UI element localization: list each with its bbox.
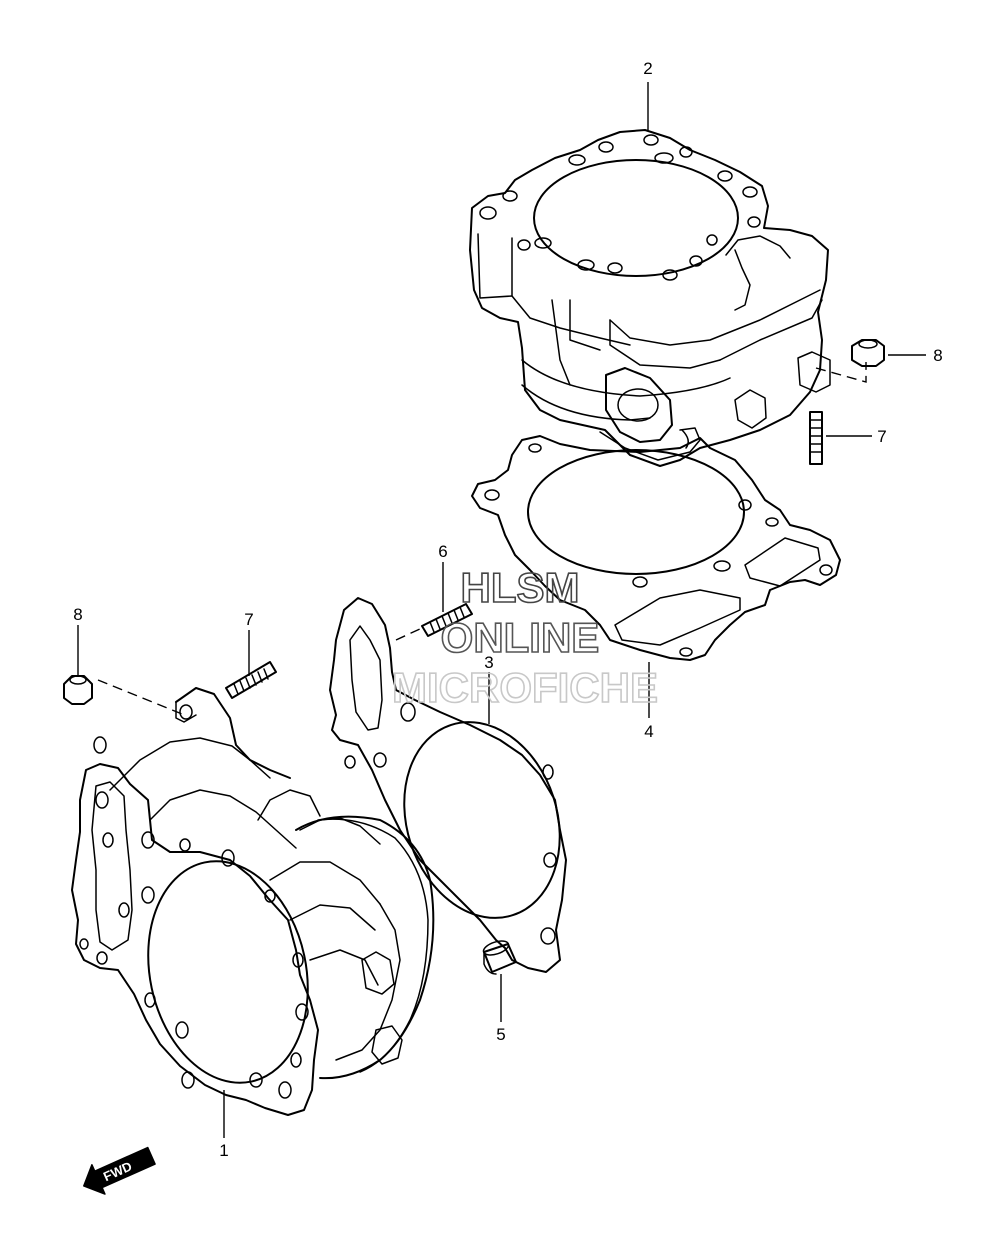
alignment-line-right [815, 362, 867, 383]
nut-8-left[interactable] [63, 675, 93, 705]
dowel-pin[interactable] [482, 938, 517, 975]
callout-3: 3 [484, 653, 493, 672]
callout-8-left: 8 [73, 605, 82, 624]
callout-7-left: 7 [244, 610, 253, 629]
stud-bolt-7-left[interactable] [225, 661, 277, 699]
callout-4: 4 [644, 722, 653, 741]
alignment-line-left [97, 679, 183, 715]
leader-lines [77, 82, 926, 1138]
watermark-line-3: MICROFICHE [392, 664, 658, 711]
cylinder-lower[interactable] [71, 687, 435, 1116]
fwd-arrow-icon: FWD [83, 1146, 156, 1195]
stud-bolt-7-right[interactable] [809, 411, 823, 465]
callout-8-right: 8 [933, 346, 942, 365]
nut-8-right[interactable] [851, 339, 885, 367]
gasket-upper[interactable] [471, 435, 841, 661]
callout-1: 1 [219, 1141, 228, 1160]
callout-2: 2 [643, 59, 652, 78]
callout-7-right: 7 [877, 427, 886, 446]
watermark-line-1: HLSM [461, 564, 580, 611]
stud-bolt-6[interactable] [421, 603, 473, 637]
watermark-line-2: ONLINE [441, 614, 600, 661]
callout-5: 5 [496, 1025, 505, 1044]
watermark: HLSM ONLINE MICROFICHE [391, 563, 659, 712]
callout-6: 6 [438, 542, 447, 561]
cylinder-upper[interactable] [469, 129, 831, 467]
alignment-line-stud6 [395, 627, 423, 641]
